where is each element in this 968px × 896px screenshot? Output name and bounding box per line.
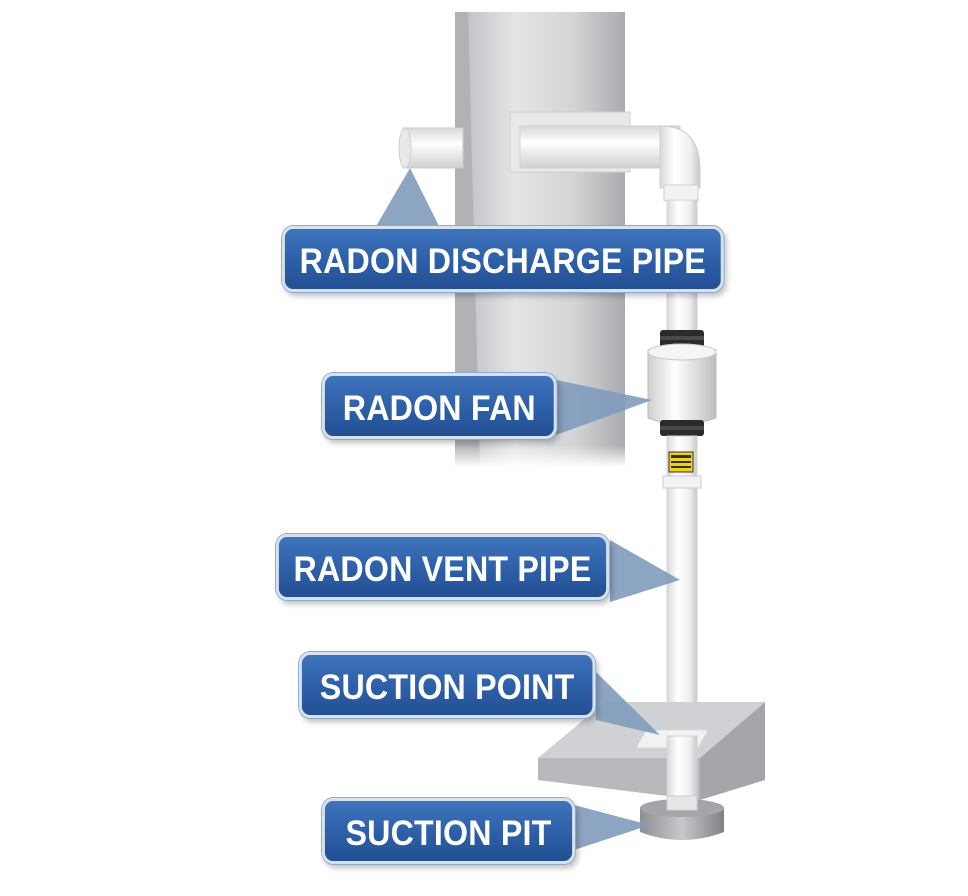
pointer-discharge — [375, 168, 440, 228]
radon-fan — [647, 330, 717, 436]
pointer-suction-point — [596, 672, 660, 735]
pointer-fan — [556, 380, 652, 435]
pointer-suction-pit — [574, 805, 650, 850]
label-radon-discharge-pipe: RADON DISCHARGE PIPE — [282, 226, 724, 292]
discharge-pipe — [398, 111, 701, 202]
label-suction-point: SUCTION POINT — [299, 652, 596, 718]
label-radon-fan: RADON FAN — [322, 373, 557, 439]
suction-pit — [640, 795, 724, 840]
label-suction-pit: SUCTION PIT — [322, 798, 575, 864]
pointer-vent — [610, 540, 680, 602]
label-radon-vent-pipe: RADON VENT PIPE — [276, 534, 610, 600]
